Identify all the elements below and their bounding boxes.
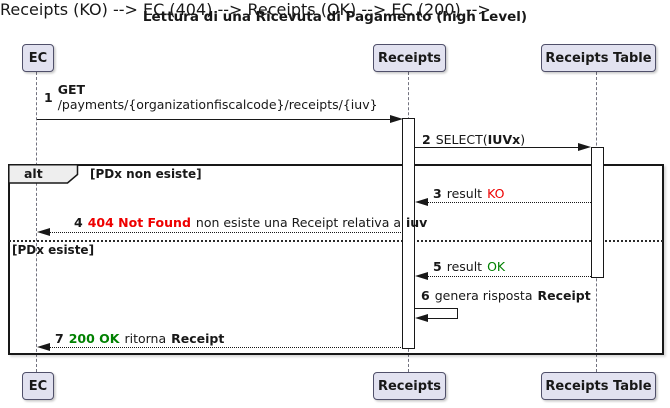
message-2-text-close: ) [520,132,526,147]
message-6-number: 6 [421,288,430,303]
message-3-line [427,202,591,203]
message-7-text: ritorna [124,331,167,346]
activation-receipts [402,118,415,349]
message-6-label: 6 genera risposta Receipt [421,288,591,303]
message-5-status: OK [487,259,506,274]
alt-operator-tab [8,164,79,184]
message-3-label: 3 result KO [433,186,504,201]
arrowhead-right-icon [390,115,403,123]
message-7-status: 200 OK [68,331,120,346]
message-6-line-side [457,308,458,319]
participant-ec-top: EC [22,44,54,72]
participant-receipts-bottom: Receipts [373,372,446,400]
arrowhead-left-icon [37,343,50,351]
arrowhead-left-icon [415,272,428,280]
message-7-emphasis: Receipt [171,331,225,346]
message-4-emphasis: iuv [406,215,428,230]
activation-receipts-table [591,147,604,278]
guard-condition-else: [PDx esiste] [12,243,95,257]
arrowhead-left-icon [415,198,428,206]
alt-else-divider [9,240,663,242]
alt-fragment-frame [8,164,664,355]
message-4-text: non esiste una Receipt relativa a [195,215,401,230]
diagram-title: Lettura di una Ricevuta di Pagamento (hi… [142,9,528,25]
message-1-number: 1 [44,89,53,105]
message-4-status: 404 Not Found [87,215,191,230]
message-7-label: 7 200 OK ritorna Receipt [55,331,224,346]
alt-operator-label: alt [24,166,43,181]
message-2-label: 2 SELECT( IUVx ) [422,132,525,147]
message-1-path: /payments/{organizationfiscalcode}/recei… [57,97,378,112]
message-5-text: result [446,259,483,274]
message-3-status: KO [487,186,505,201]
message-1-label: 1 GET /payments/{organizationfiscalcode}… [44,82,378,112]
message-5-label: 5 result OK [433,259,505,274]
message-1-verb: GET [57,82,86,97]
message-6-emphasis: Receipt [537,288,591,303]
participant-receipts-table-top: Receipts Table [541,44,656,72]
message-5-line [427,276,591,277]
message-7-number: 7 [55,331,64,346]
arrowhead-left-icon [37,228,50,236]
message-2-text: SELECT( [435,132,488,147]
guard-condition-if: [PDx non esiste] [90,167,202,181]
message-7-line [49,347,403,348]
message-4-label: 4 404 Not Found non esiste una Receipt r… [74,215,427,230]
arrowhead-left-icon [415,314,428,322]
participant-ec-bottom: EC [22,372,54,400]
message-3-text: result [446,186,483,201]
message-2-arg: IUVx [487,132,521,147]
participant-receipts-top: Receipts [373,44,446,72]
message-5-number: 5 [433,259,442,274]
message-4-line [49,232,403,233]
message-4-number: 4 [74,215,83,230]
participant-receipts-table-bottom: Receipts Table [541,372,656,400]
message-2-number: 2 [422,132,431,147]
arrowhead-right-icon [578,143,591,151]
message-6-line-bottom [428,318,458,319]
message-6-line-top [415,308,458,309]
message-1-line [37,119,391,120]
message-2-line [415,147,579,148]
message-3-number: 3 [433,186,442,201]
message-6-text: genera risposta [434,288,533,303]
lifeline-ec [36,72,37,372]
